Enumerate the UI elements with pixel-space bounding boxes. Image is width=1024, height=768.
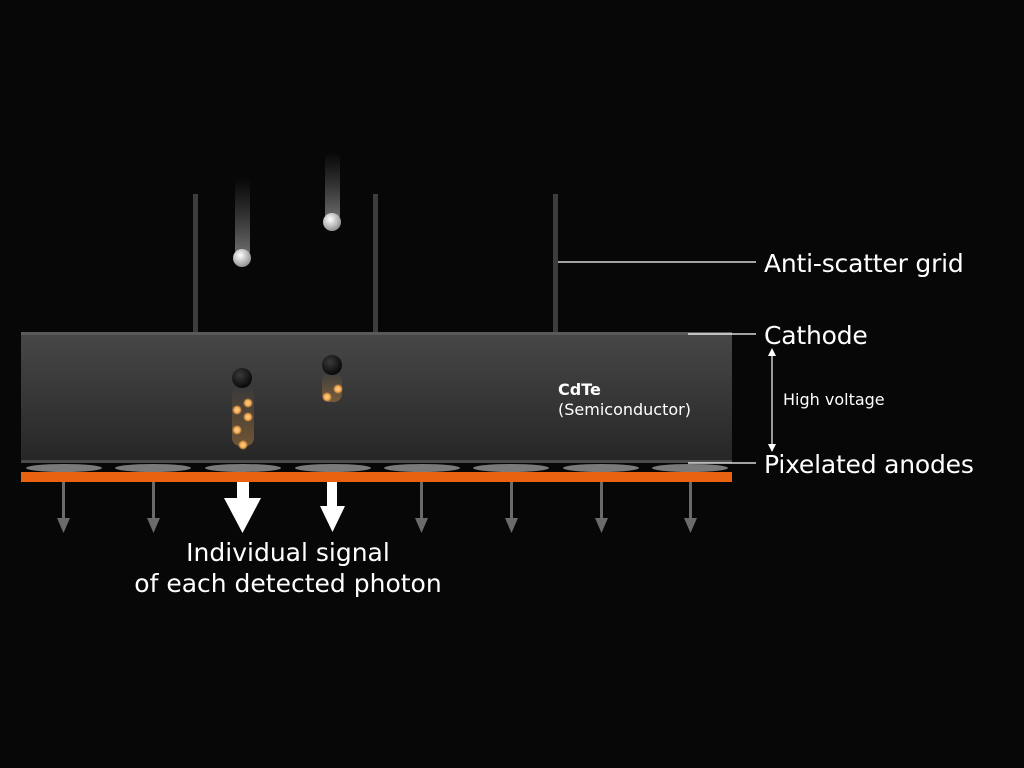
grid-lamella bbox=[553, 194, 558, 333]
incoming-photon-icon bbox=[233, 249, 251, 267]
cathode-layer bbox=[21, 332, 732, 335]
readout-arrow-icon bbox=[684, 482, 697, 533]
charge-generation bbox=[232, 355, 343, 450]
anode-pixel bbox=[652, 464, 728, 472]
anti-scatter-grid bbox=[193, 194, 558, 333]
high-voltage-label: High voltage bbox=[783, 390, 885, 409]
material-type-label: (Semiconductor) bbox=[558, 400, 691, 419]
anode-strip bbox=[21, 472, 732, 482]
anode-pixel bbox=[26, 464, 102, 472]
readout-arrow-icon bbox=[505, 482, 518, 533]
incoming-photons bbox=[233, 152, 341, 267]
charge-carrier-icon bbox=[333, 384, 343, 394]
absorption-point bbox=[322, 355, 342, 375]
semiconductor-slab bbox=[21, 332, 732, 463]
anode-pixel bbox=[473, 464, 549, 472]
signal-arrow-icon bbox=[320, 482, 345, 532]
cdte-block bbox=[21, 334, 732, 462]
readout-arrow-icon bbox=[415, 482, 428, 533]
readout-arrows bbox=[57, 482, 697, 533]
charge-carrier-icon bbox=[322, 392, 332, 402]
anode-pixel bbox=[115, 464, 191, 472]
pixelated-anodes bbox=[21, 464, 732, 482]
absorption-point bbox=[232, 368, 252, 388]
cathode-label: Cathode bbox=[764, 321, 868, 350]
anode-base-line bbox=[21, 460, 732, 463]
incoming-photon-icon bbox=[323, 213, 341, 231]
charge-carrier-icon bbox=[243, 398, 253, 408]
readout-arrow-icon bbox=[147, 482, 160, 533]
readout-arrow-icon bbox=[57, 482, 70, 533]
signal-caption-line2: of each detected photon bbox=[134, 569, 442, 598]
grid-lamella bbox=[373, 194, 378, 333]
charge-carrier-icon bbox=[232, 425, 242, 435]
anti-scatter-grid-label: Anti-scatter grid bbox=[764, 249, 964, 278]
charge-carrier-icon bbox=[243, 412, 253, 422]
anode-pixel bbox=[295, 464, 371, 472]
material-name-label: CdTe bbox=[558, 380, 601, 399]
photon-trail bbox=[235, 178, 250, 258]
signal-arrow-icon bbox=[224, 482, 261, 533]
photon-trail bbox=[325, 152, 340, 222]
signal-caption: Individual signal of each detected photo… bbox=[108, 537, 468, 599]
charge-carrier-icon bbox=[238, 440, 248, 450]
anode-pixel bbox=[205, 464, 281, 472]
signal-caption-line1: Individual signal bbox=[186, 538, 390, 567]
grid-lamella bbox=[193, 194, 198, 333]
charge-carrier-icon bbox=[232, 405, 242, 415]
anode-pixel bbox=[563, 464, 639, 472]
readout-arrow-icon bbox=[595, 482, 608, 533]
anode-pixel bbox=[384, 464, 460, 472]
high-voltage-arrow-icon bbox=[768, 348, 776, 452]
pixelated-anodes-label: Pixelated anodes bbox=[764, 450, 974, 479]
leader-lines bbox=[558, 261, 756, 464]
